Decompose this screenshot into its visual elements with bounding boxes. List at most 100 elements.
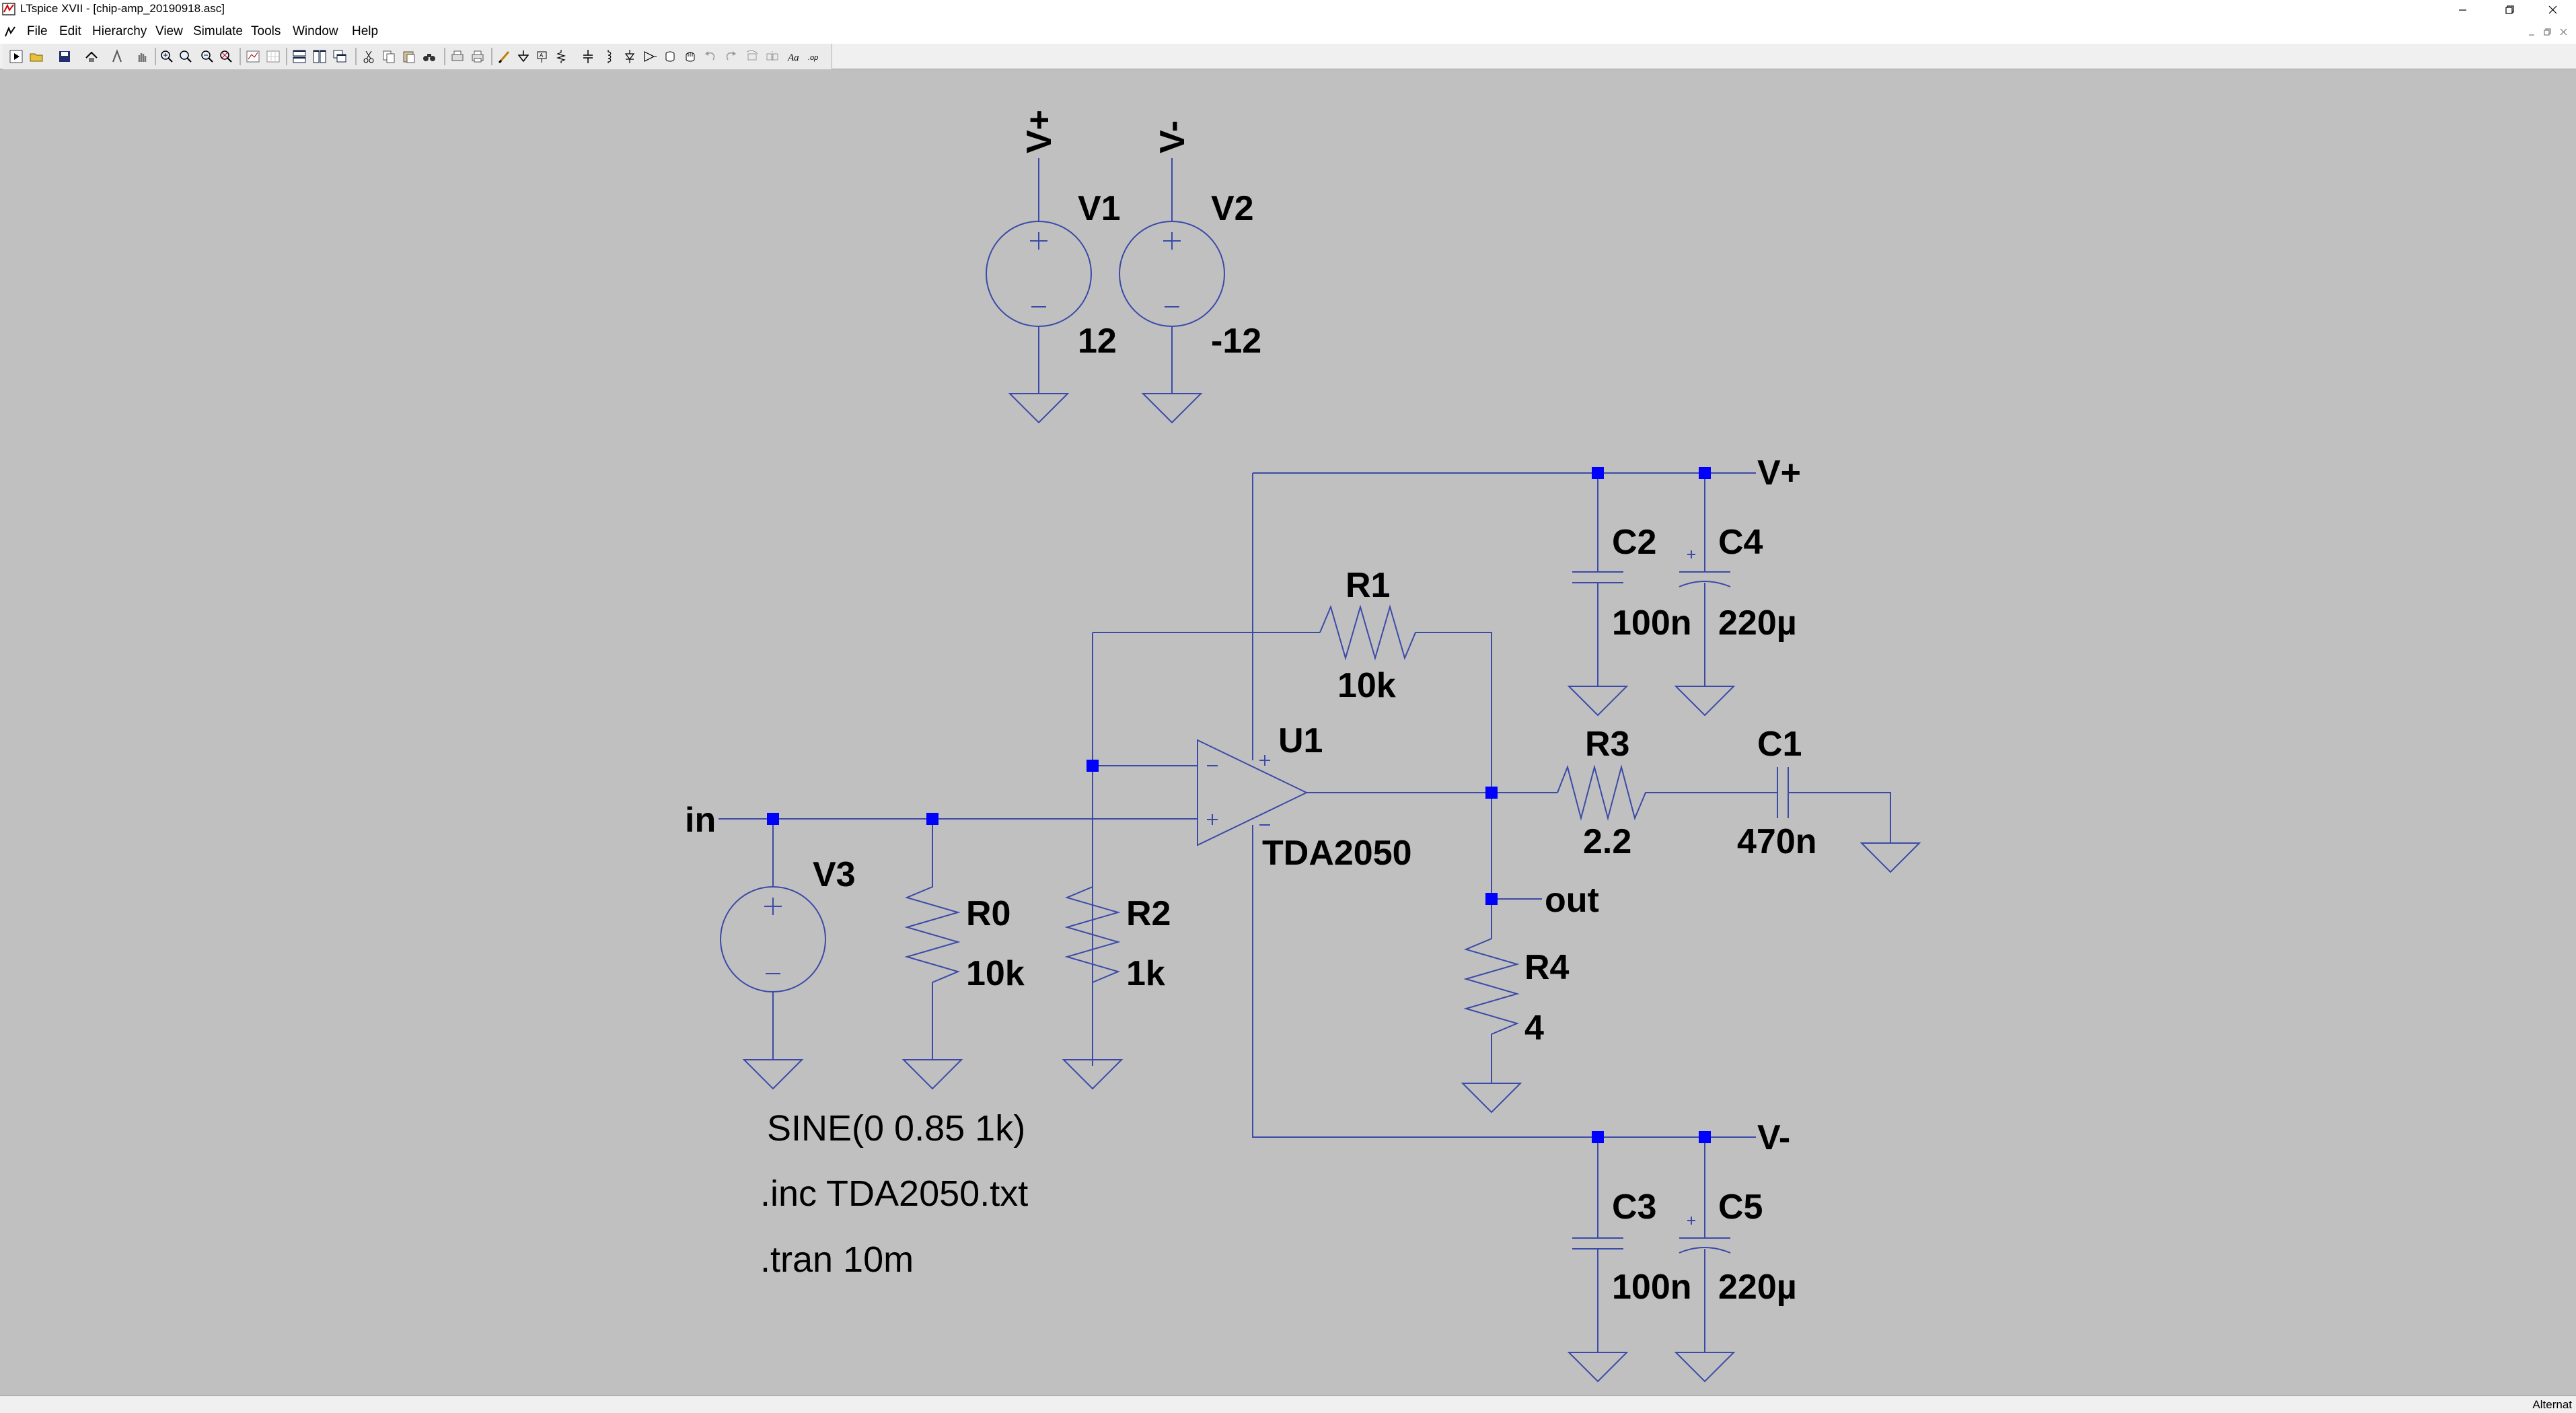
schematic-canvas[interactable]: V+ V- V1 12 V2 -12 V+ C2 100n C4 220µ R1… bbox=[0, 69, 2576, 1396]
drag-icon[interactable] bbox=[682, 48, 698, 65]
wire-vplus-rail[interactable] bbox=[1252, 472, 1756, 760]
menu-hierarchy[interactable]: Hierarchy bbox=[92, 24, 147, 38]
resistor-r3[interactable] bbox=[1557, 764, 1777, 821]
tile-vertical-icon[interactable] bbox=[311, 48, 328, 65]
ltspice-app-icon[interactable] bbox=[1, 2, 17, 17]
wire-vminus-rail[interactable] bbox=[1252, 825, 1756, 1138]
tile-horizontal-icon[interactable] bbox=[291, 48, 307, 65]
junction-dot[interactable] bbox=[1699, 1131, 1711, 1143]
v2-name: V2 bbox=[1211, 189, 1254, 228]
rotate-icon[interactable] bbox=[744, 48, 760, 65]
component-icon[interactable] bbox=[642, 48, 658, 65]
print-icon[interactable] bbox=[470, 48, 486, 65]
junction-dot[interactable] bbox=[1485, 787, 1498, 799]
net-label-vminus-rail: V- bbox=[1757, 1118, 1790, 1157]
document-restore-icon[interactable] bbox=[2539, 24, 2556, 40]
wire-icon[interactable] bbox=[496, 48, 513, 65]
resistor-icon[interactable] bbox=[553, 48, 569, 65]
menu-help[interactable]: Help bbox=[352, 24, 379, 38]
menu-window[interactable]: Window bbox=[293, 24, 338, 38]
menu-edit[interactable]: Edit bbox=[59, 24, 81, 38]
svg-text:Aa: Aa bbox=[787, 52, 799, 63]
open-icon[interactable] bbox=[28, 48, 44, 65]
grid-icon[interactable] bbox=[265, 48, 281, 65]
zoom-fit-icon[interactable] bbox=[218, 48, 234, 65]
zoom-in-icon[interactable] bbox=[159, 48, 175, 65]
find-icon[interactable] bbox=[421, 48, 437, 65]
u1-value: TDA2050 bbox=[1262, 834, 1412, 873]
spice-directive-include[interactable]: .inc TDA2050.txt bbox=[760, 1173, 1028, 1214]
spice-directive-icon[interactable]: .op bbox=[807, 48, 823, 65]
capacitor-c3[interactable] bbox=[1567, 1137, 1629, 1383]
menu-view[interactable]: View bbox=[155, 24, 183, 38]
paste-icon[interactable] bbox=[401, 48, 417, 65]
copy-icon[interactable] bbox=[381, 48, 397, 65]
minimize-icon[interactable] bbox=[2439, 0, 2486, 20]
junction-dot[interactable] bbox=[926, 813, 939, 825]
status-text: Alternat bbox=[2532, 1398, 2572, 1411]
restore-icon[interactable] bbox=[2486, 0, 2533, 20]
junction-dot[interactable] bbox=[1592, 467, 1604, 479]
save-icon[interactable] bbox=[57, 48, 73, 65]
capacitor-c2[interactable] bbox=[1567, 473, 1629, 717]
autorange-icon[interactable] bbox=[245, 48, 261, 65]
zoom-out-icon[interactable] bbox=[199, 48, 215, 65]
document-system-menu-icon[interactable] bbox=[1, 23, 19, 40]
control-panel-icon[interactable] bbox=[83, 48, 100, 65]
voltage-source-v1[interactable] bbox=[986, 158, 1092, 424]
wire-output[interactable] bbox=[1307, 792, 1557, 900]
print-preview-icon[interactable] bbox=[449, 48, 466, 65]
c5-name: C5 bbox=[1718, 1188, 1763, 1227]
voltage-source-v2[interactable] bbox=[1119, 158, 1225, 424]
menu-file[interactable]: File bbox=[27, 24, 48, 38]
move-icon[interactable] bbox=[662, 48, 678, 65]
toolbar: A Aa .op bbox=[0, 44, 2576, 69]
menu-simulate[interactable]: Simulate bbox=[193, 24, 243, 38]
label-net-icon[interactable]: A bbox=[534, 48, 550, 65]
cut-icon[interactable] bbox=[361, 48, 377, 65]
redo-icon[interactable] bbox=[723, 48, 739, 65]
capacitor-c1[interactable] bbox=[1777, 767, 1921, 873]
c2-value: 100n bbox=[1612, 604, 1692, 643]
opamp-u1[interactable] bbox=[1197, 739, 1309, 846]
diode-icon[interactable] bbox=[622, 48, 638, 65]
capacitor-c4[interactable] bbox=[1674, 473, 1736, 717]
document-minimize-icon[interactable] bbox=[2523, 24, 2540, 40]
c1-value: 470n bbox=[1737, 822, 1817, 861]
resistor-r4[interactable] bbox=[1461, 899, 1522, 1114]
inductor-icon[interactable] bbox=[600, 48, 616, 65]
r3-name: R3 bbox=[1585, 725, 1629, 764]
cascade-icon[interactable] bbox=[332, 48, 348, 65]
wire-feedback[interactable] bbox=[1092, 632, 1492, 1066]
resistor-r0[interactable] bbox=[901, 819, 963, 1090]
halt-icon[interactable] bbox=[109, 48, 125, 65]
u1-name: U1 bbox=[1278, 721, 1323, 760]
menu-tools[interactable]: Tools bbox=[251, 24, 281, 38]
r2-name: R2 bbox=[1126, 894, 1171, 933]
junction-dot[interactable] bbox=[767, 813, 779, 825]
junction-dot[interactable] bbox=[1485, 893, 1498, 905]
document-close-icon[interactable] bbox=[2555, 24, 2573, 40]
pan-icon[interactable] bbox=[134, 48, 150, 65]
toolbar-separator bbox=[491, 48, 492, 65]
resistor-r1[interactable] bbox=[1319, 604, 1426, 661]
toolbar-separator bbox=[444, 48, 445, 65]
close-icon[interactable] bbox=[2529, 0, 2576, 20]
text-icon[interactable]: Aa bbox=[787, 48, 803, 65]
mirror-icon[interactable] bbox=[764, 48, 780, 65]
resistor-r2[interactable] bbox=[1062, 886, 1124, 1090]
voltage-source-v3[interactable] bbox=[720, 819, 826, 1090]
capacitor-icon[interactable] bbox=[580, 48, 596, 65]
junction-dot[interactable] bbox=[1699, 467, 1711, 479]
ground-icon[interactable] bbox=[515, 48, 531, 65]
run-icon[interactable] bbox=[8, 48, 24, 65]
r1-value: 10k bbox=[1337, 666, 1396, 705]
undo-icon[interactable] bbox=[702, 48, 719, 65]
capacitor-c5[interactable] bbox=[1674, 1137, 1736, 1383]
supply-label-vplus-top: V+ bbox=[1020, 110, 1059, 153]
junction-dot[interactable] bbox=[1087, 760, 1099, 772]
zoom-area-icon[interactable] bbox=[178, 48, 194, 65]
junction-dot[interactable] bbox=[1592, 1131, 1604, 1143]
spice-directive-tran[interactable]: .tran 10m bbox=[760, 1239, 914, 1280]
c3-value: 100n bbox=[1612, 1268, 1692, 1307]
